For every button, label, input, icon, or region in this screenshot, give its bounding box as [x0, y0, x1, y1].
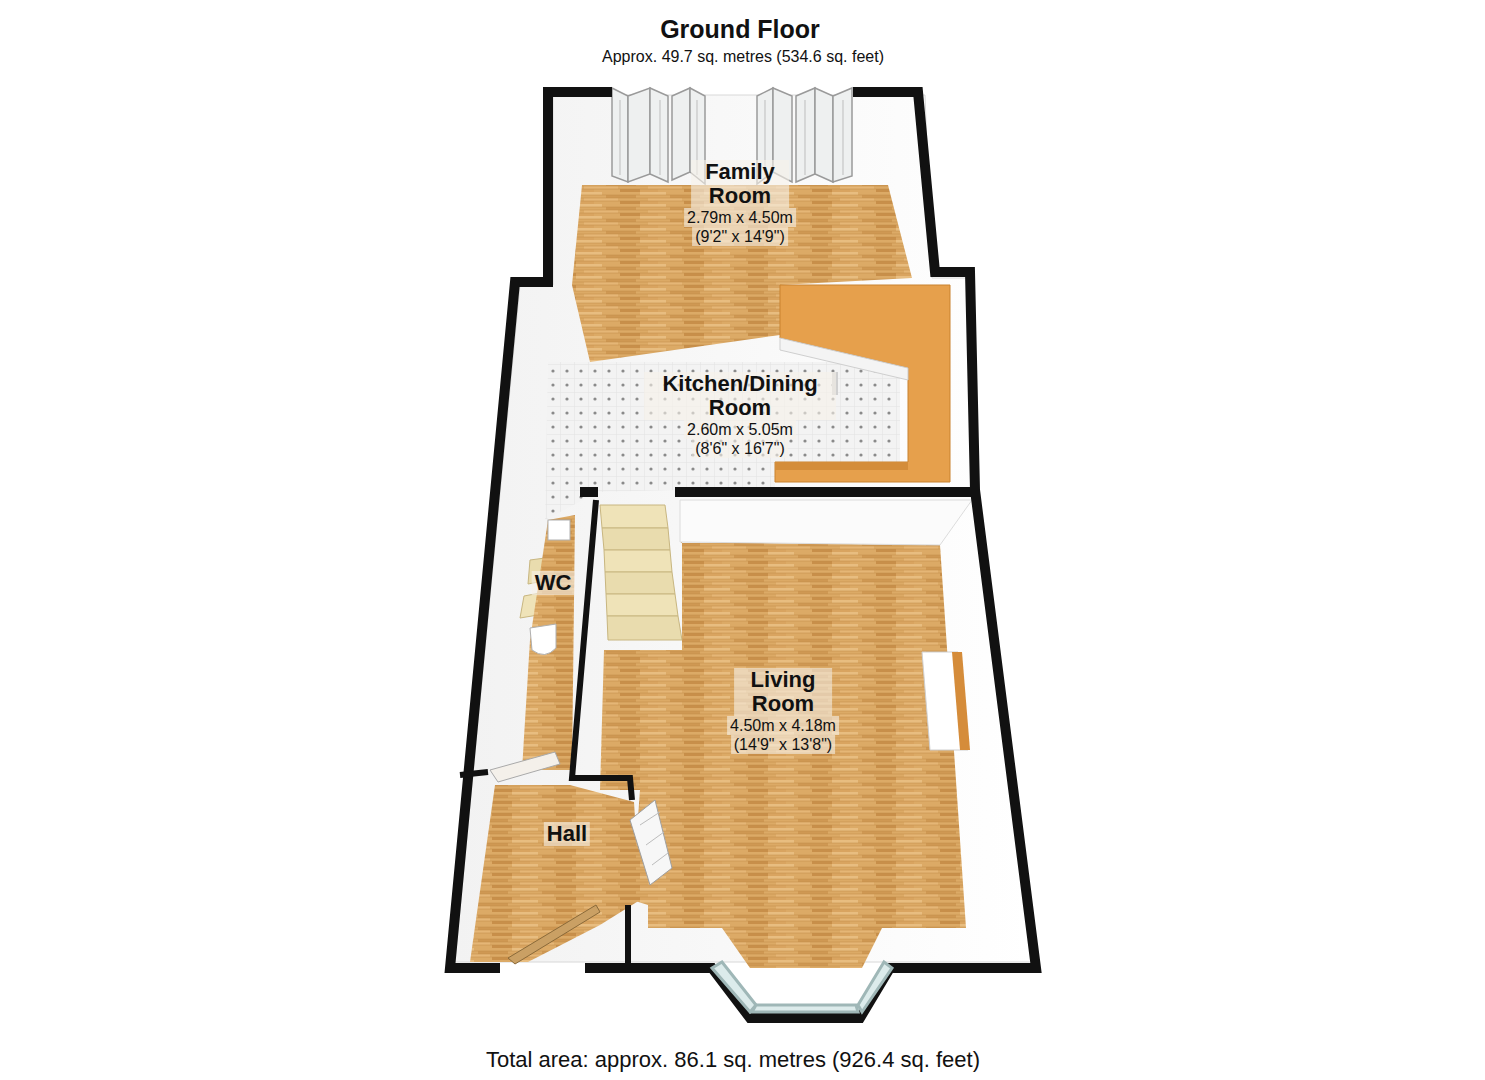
- room-label: Living Room4.50m x 4.18m(14'9" x 13'8"): [727, 668, 839, 754]
- total-area-caption: Total area: approx. 86.1 sq. metres (926…: [486, 1047, 980, 1073]
- room-label: Family Room2.79m x 4.50m(9'2" x 14'9"): [684, 160, 796, 246]
- room-name: Family Room: [691, 160, 789, 208]
- room-name: Kitchen/Dining Room: [644, 372, 836, 420]
- room-label: WC: [532, 571, 575, 595]
- room-name: WC: [532, 571, 575, 595]
- room-dimension: 4.50m x 4.18m: [727, 716, 839, 735]
- room-label: Kitchen/Dining Room2.60m x 5.05m(8'6" x …: [644, 372, 836, 458]
- room-label: Hall: [544, 822, 590, 846]
- room-dimension: 2.79m x 4.50m: [684, 208, 796, 227]
- room-name: Hall: [544, 822, 590, 846]
- room-dimension: (14'9" x 13'8"): [731, 735, 835, 754]
- room-dimension: (9'2" x 14'9"): [692, 227, 788, 246]
- room-dimension: (8'6" x 16'7"): [692, 439, 788, 458]
- area-note: Approx. 49.7 sq. metres (534.6 sq. feet): [602, 48, 884, 66]
- room-name: Living Room: [734, 668, 832, 716]
- room-dimension: 2.60m x 5.05m: [684, 420, 796, 439]
- plan-title: Ground Floor: [660, 15, 820, 44]
